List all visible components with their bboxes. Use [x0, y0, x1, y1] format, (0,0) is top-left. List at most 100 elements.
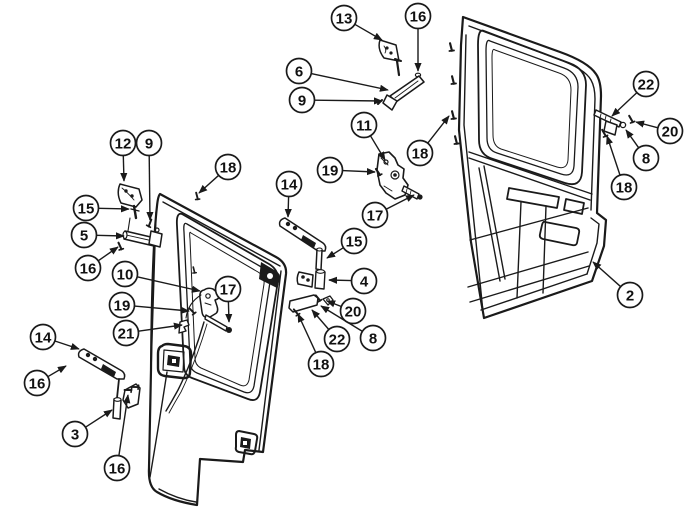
leader-line-9 [314, 97, 383, 105]
leader-line-16 [47, 365, 67, 378]
callout-number-20: 20 [345, 304, 362, 321]
callout-number-16: 16 [80, 261, 97, 278]
callout-number-19: 19 [114, 298, 131, 315]
callout-number-16: 16 [109, 461, 126, 478]
callout-balloon-8 [632, 144, 660, 172]
callout-balloon-3 [61, 420, 89, 448]
front-door-panel [147, 191, 288, 507]
leader-line-5 [96, 232, 125, 240]
callout-balloon-16 [103, 454, 131, 482]
callout-balloon-17 [214, 275, 242, 303]
callout-balloon-16 [74, 254, 102, 282]
callout-number-14: 14 [35, 330, 52, 347]
leader-line-18 [198, 174, 220, 194]
callout-balloon-18 [307, 350, 335, 378]
leader-line-18 [427, 115, 450, 144]
leader-line-14 [284, 196, 292, 218]
callout-balloon-22 [632, 70, 660, 98]
callout-number-9: 9 [145, 136, 153, 153]
leader-line-9 [146, 155, 154, 221]
callout-number-17: 17 [367, 208, 384, 225]
callout-number-13: 13 [336, 11, 353, 28]
leader-line-18 [297, 313, 317, 353]
leader-line-17 [385, 194, 415, 210]
callout-number-22: 22 [329, 332, 346, 349]
leader-line-22 [611, 92, 638, 117]
callout-balloon-6 [285, 57, 313, 85]
callout-balloon-19 [108, 291, 136, 319]
callout-number-4: 4 [360, 274, 369, 291]
callout-balloon-16 [404, 2, 432, 30]
callout-number-6: 6 [295, 64, 303, 81]
callout-number-16: 16 [29, 376, 46, 393]
leader-line-4 [328, 276, 352, 284]
callout-balloon-11 [350, 111, 378, 139]
leader-line-15 [326, 247, 344, 259]
callout-number-21: 21 [118, 326, 135, 343]
door-handle-recess [156, 342, 193, 380]
leader-line-16 [97, 246, 119, 262]
callout-number-9: 9 [298, 93, 306, 110]
leader-line-19 [134, 305, 190, 314]
rear-door-panel [457, 15, 608, 320]
leader-line-20 [635, 120, 659, 129]
callout-balloon-20 [656, 117, 684, 145]
callout-balloon-10 [111, 260, 139, 288]
callout-number-18: 18 [220, 160, 237, 177]
callout-number-12: 12 [115, 136, 132, 153]
callout-number-16: 16 [410, 9, 427, 26]
callout-number-15: 15 [346, 234, 363, 251]
callout-number-18: 18 [412, 146, 429, 163]
door-inner-structure [467, 151, 593, 303]
leader-line-16 [118, 394, 131, 456]
callout-number-19: 19 [322, 163, 339, 180]
leader-line-11 [369, 135, 386, 161]
leader-line-12 [120, 155, 128, 182]
callout-balloon-15 [72, 194, 100, 222]
callout-number-18: 18 [616, 180, 633, 197]
callout-balloon-9 [288, 86, 316, 114]
callout-number-8: 8 [642, 151, 650, 168]
leader-line-17 [225, 301, 233, 323]
rear-door-hinge-parts [593, 109, 637, 140]
front-upper-hinge-assembly [114, 183, 163, 253]
callout-balloon-15 [340, 227, 368, 255]
callout-balloon-19 [316, 156, 344, 184]
callout-number-20: 20 [662, 124, 679, 141]
leader-line-6 [311, 72, 389, 92]
callout-number-5: 5 [80, 228, 88, 245]
callout-balloon-8 [359, 324, 387, 352]
leader-line-19 [342, 168, 376, 176]
leader-line-14 [54, 340, 80, 350]
leader-line-20 [326, 300, 342, 308]
upper-hinge-assembly [377, 39, 425, 111]
leader-line-13 [354, 23, 383, 41]
leader-line-18 [606, 135, 621, 176]
callout-number-14: 14 [281, 177, 298, 194]
exploded-view-artwork [77, 15, 637, 507]
callout-number-22: 22 [638, 77, 655, 94]
callout-balloon-18 [406, 139, 434, 167]
callout-balloon-2 [616, 281, 644, 309]
lower-striker-assembly [77, 348, 142, 420]
callout-number-8: 8 [369, 331, 377, 348]
leader-line-3 [85, 409, 113, 428]
callout-balloon-12 [109, 129, 137, 157]
callout-number-3: 3 [71, 427, 79, 444]
callout-balloon-22 [323, 325, 351, 353]
callout-number-17: 17 [220, 282, 237, 299]
upper-striker-assembly [278, 217, 334, 318]
leader-line-8 [625, 129, 640, 149]
callout-number-2: 2 [626, 288, 634, 305]
door-top-screw [191, 191, 203, 203]
callout-balloon-13 [330, 4, 358, 32]
callout-balloon-16 [23, 369, 51, 397]
leader-line-8 [320, 305, 363, 332]
callout-balloon-9 [135, 129, 163, 157]
callout-balloon-20 [339, 297, 367, 325]
callout-number-11: 11 [356, 118, 372, 135]
leader-line-15 [98, 205, 130, 213]
callout-number-10: 10 [117, 267, 134, 284]
